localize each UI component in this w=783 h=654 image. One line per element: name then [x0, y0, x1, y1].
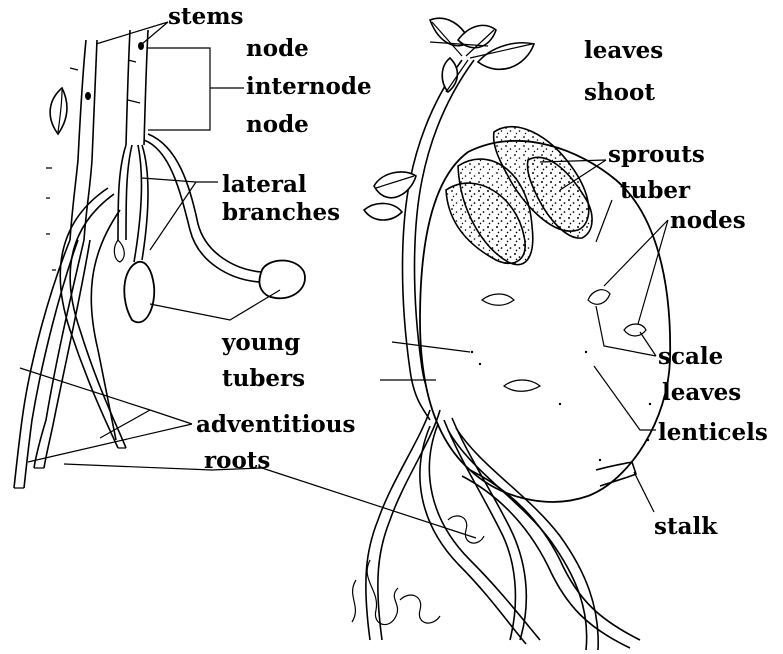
label-tuber: tuber [620, 177, 691, 204]
label-scale-leaves: leaves [662, 379, 741, 406]
label-roots: roots [204, 447, 270, 474]
label-young: young [221, 329, 300, 356]
label-lateral: lateral [222, 171, 307, 198]
label-leaves: leaves [584, 37, 663, 64]
label-adventitious: adventitious [196, 411, 355, 438]
label-sprouts: sprouts [608, 141, 705, 168]
label-node-top: node [246, 35, 309, 62]
label-stems: stems [168, 3, 244, 30]
label-internode: internode [246, 73, 372, 100]
label-branches: branches [222, 199, 340, 226]
label-lenticels: lenticels [658, 419, 768, 446]
label-tubers: tubers [222, 365, 305, 392]
label-scale: scale [658, 343, 723, 370]
label-shoot: shoot [584, 79, 655, 106]
label-stalk: stalk [654, 513, 718, 540]
label-node-bottom: node [246, 111, 309, 138]
right-plant [352, 18, 670, 650]
label-nodes: nodes [670, 207, 746, 234]
